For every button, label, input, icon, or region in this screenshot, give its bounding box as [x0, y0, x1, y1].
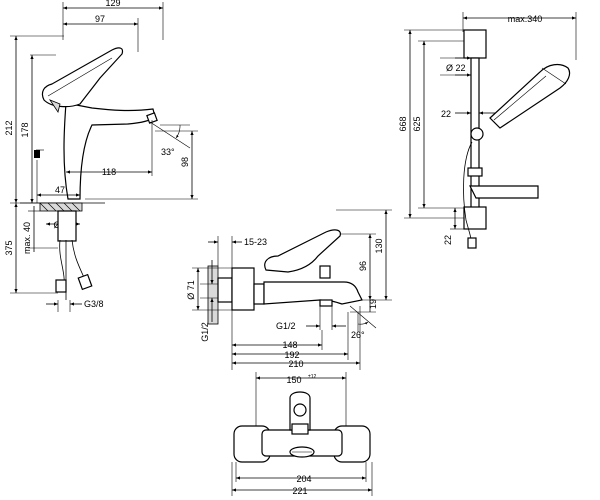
- shower-set-drawing: max.340 Ø 22 668 625 22: [398, 12, 577, 249]
- bath-mixer-body: [263, 281, 363, 305]
- dim-130: 130: [374, 238, 384, 253]
- dim-97: 97: [95, 14, 105, 24]
- soap-dish: [469, 185, 539, 199]
- dim-625: 625: [412, 116, 422, 131]
- rail-top-bracket: [463, 29, 487, 59]
- dim-212: 212: [4, 120, 14, 135]
- dim-129: 129: [105, 0, 120, 8]
- dim-668: 668: [398, 116, 408, 131]
- diverter: [319, 265, 331, 279]
- escutcheon: [231, 267, 255, 311]
- basin-mixer-spout: [63, 102, 156, 200]
- dim-g12-inlet: G1/2: [200, 322, 210, 342]
- dim-g12-outlet: G1/2: [276, 321, 296, 331]
- dim-96: 96: [358, 261, 368, 271]
- dim-19: 19: [368, 299, 378, 309]
- slider: [470, 127, 484, 141]
- dim-diam-22: Ø 22: [446, 63, 466, 73]
- hand-shower: [489, 63, 571, 129]
- dim-148: 148: [282, 340, 297, 350]
- dim-diam-71: Ø 71: [186, 280, 196, 300]
- dim-15-23: 15-23: [244, 237, 267, 247]
- dim-max-40: max. 40: [22, 222, 32, 254]
- dim-max-340: max.340: [508, 14, 543, 24]
- wall-connector: [217, 277, 233, 303]
- dim-221: 221: [292, 486, 307, 496]
- threaded-shank: [57, 210, 77, 242]
- dim-47: 47: [55, 185, 65, 195]
- dim-g38: G3/8: [84, 299, 104, 309]
- dim-192: 192: [284, 350, 299, 360]
- hose-nut-left: [55, 279, 67, 293]
- union-nut: [253, 283, 265, 305]
- dim-118: 118: [102, 167, 116, 177]
- dim-22-bracket: 22: [443, 235, 453, 245]
- spout-outlet: [319, 299, 333, 307]
- bath-mixer-lever: [264, 229, 341, 273]
- aerator: [146, 112, 158, 124]
- bath-mixer-drawing: 15-23 130 96 19 26° Ø 71 G1/2: [186, 209, 392, 370]
- dim-204: 204: [296, 474, 311, 484]
- front-diverter: [291, 423, 309, 435]
- dim-22-rail: 22: [441, 109, 451, 119]
- hose-nut-right: [77, 273, 93, 291]
- basin-mixer-drawing: 129 97 212 178 33° 98 118: [4, 0, 198, 312]
- dim-150: 150: [286, 375, 301, 385]
- dim-178: 178: [20, 122, 30, 137]
- dim-33-deg: 33°: [161, 147, 175, 157]
- dim-150-tolerance: ±12: [308, 374, 317, 380]
- basin-mixer-lever: [41, 47, 124, 108]
- dim-98: 98: [180, 157, 190, 167]
- dim-210: 210: [288, 359, 303, 369]
- dim-26-deg: 26°: [351, 330, 365, 340]
- pop-up-rod: [34, 150, 40, 158]
- dim-375: 375: [4, 240, 14, 255]
- bath-mixer-front-drawing: 150 ±12 204 221: [231, 372, 373, 496]
